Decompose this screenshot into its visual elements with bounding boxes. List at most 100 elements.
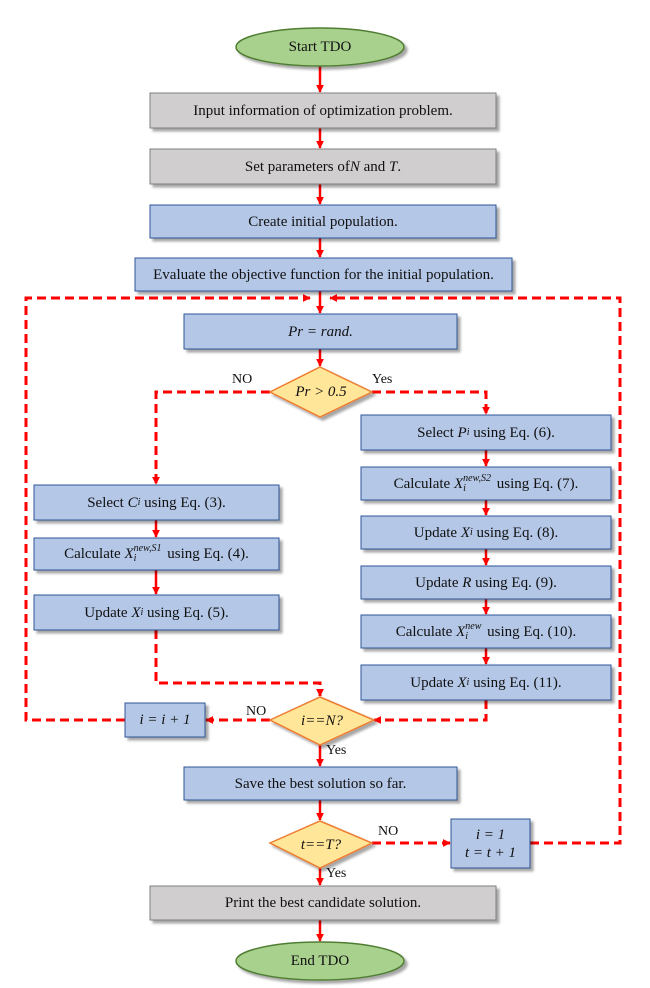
arrow-yes-branch [372,390,490,415]
select-pi-var: P [457,424,467,441]
select-ci-var: C [127,494,138,511]
upd8-post: using Eq. (8). [472,524,559,541]
save-box [183,766,458,801]
upd11-pre: Update [410,674,458,691]
reset-box [450,818,531,869]
upd-r-pre: Update [415,574,463,591]
upd11-var: X [457,674,467,691]
pr-decision [268,366,374,418]
print-box [149,885,497,921]
yes-label-i: Yes [326,743,347,758]
yes-label-pr: Yes [372,372,393,387]
reset-i-text: i = 1 [475,826,506,843]
dashed-connectors [24,294,622,847]
pr-rand-label: Pr = rand. [184,314,457,349]
no-label-t: NO [378,824,399,839]
solid-connectors [152,66,490,942]
increment-i-label: i = i + 1 [125,703,205,737]
pr-decision-label: Pr > 0.5 [270,367,372,417]
reset-label: i = 1 t = t + 1 [451,819,530,868]
save-text: Save the best solution so far. [234,775,407,792]
upd5-post: using Eq. (5). [143,604,229,621]
update-r-box [360,565,612,600]
calc-new-box [360,614,612,649]
upd11-post: using Eq. (11). [469,674,562,691]
i-decision [268,696,376,746]
calc-s2-sup: new,S2 [463,472,491,484]
calc-new-sub: i [465,630,469,642]
yes-label-t: Yes [326,866,347,881]
inc-i-text: i = i + 1 [139,712,191,728]
calc-s1-sub: i [133,553,137,564]
update-eq5-box [33,594,280,631]
create-label: Create initial population. [150,205,496,238]
arrow-loop-t [329,294,622,845]
calc-s2-sub: i [463,482,466,494]
select-ci-box [33,484,280,521]
input-box [149,92,497,129]
end-text: End TDO [290,953,350,969]
i-cond-text: i==N? [301,713,343,729]
calc-s1-pre: Calculate [64,546,125,562]
upd-r-var: R [462,574,472,591]
pr-cond-text: Pr > 0.5 [295,384,347,400]
create-text: Create initial population. [248,213,398,230]
no-label-pr: NO [232,372,253,387]
arrow-left-merge [154,630,324,697]
calc-s2-post: using Eq. (7). [493,475,579,492]
evaluate-text: Evaluate the objective function for the … [153,266,494,283]
upd5-var: X [131,604,141,621]
calc-new-sup: new [465,620,482,632]
increment-i-box [124,702,206,738]
update-r-label: Update R using Eq. (9). [361,566,611,599]
params-n: N [349,158,360,175]
select-ci-post: using Eq. (3). [140,494,226,511]
upd-r-post: using Eq. (9). [471,574,557,591]
i-decision-label: i==N? [270,697,374,745]
update-eq8-box [360,515,612,550]
upd8-var: X [460,524,471,541]
no-label-i: NO [246,704,267,719]
params-text-pre: Set parameters of [244,158,350,175]
start-terminal [235,27,405,67]
t-decision [268,820,374,869]
select-ci-pre: Select [87,494,128,511]
calc-s2-box [360,466,612,501]
select-pi-post: using Eq. (6). [469,424,555,441]
calc-s1-post: using Eq. (4). [163,546,249,562]
calc-s2-var: X [453,475,464,492]
print-text: Print the best candidate solution. [224,895,422,911]
calc-new-var: X [456,623,466,640]
inc-t-text: t = t + 1 [464,844,517,861]
upd8-pre: Update [413,524,461,541]
t-decision-label: t==T? [270,821,372,868]
params-text-mid: and [359,158,390,175]
save-label: Save the best solution so far. [184,767,457,800]
print-label: Print the best candidate solution. [150,886,496,920]
calc-new-pre: Calculate [395,623,457,640]
params-box [149,148,497,185]
calc-new-post: using Eq. (10). [483,623,577,640]
input-label: Input information of optimization proble… [150,93,496,128]
evaluate-box [134,257,513,292]
select-pi-box [360,414,612,451]
params-label: Set parameters of N and T. [150,149,496,184]
params-t: T [389,158,398,175]
pr-rand-text: Pr = rand. [288,323,353,340]
start-label: Start TDO [236,29,404,65]
evaluate-label: Evaluate the objective function for the … [135,258,512,291]
arrow-right-merge [373,700,488,724]
input-text: Input information of optimization proble… [193,102,453,119]
arrow-no-branch [152,390,270,485]
select-pi-pre: Select [417,424,458,441]
